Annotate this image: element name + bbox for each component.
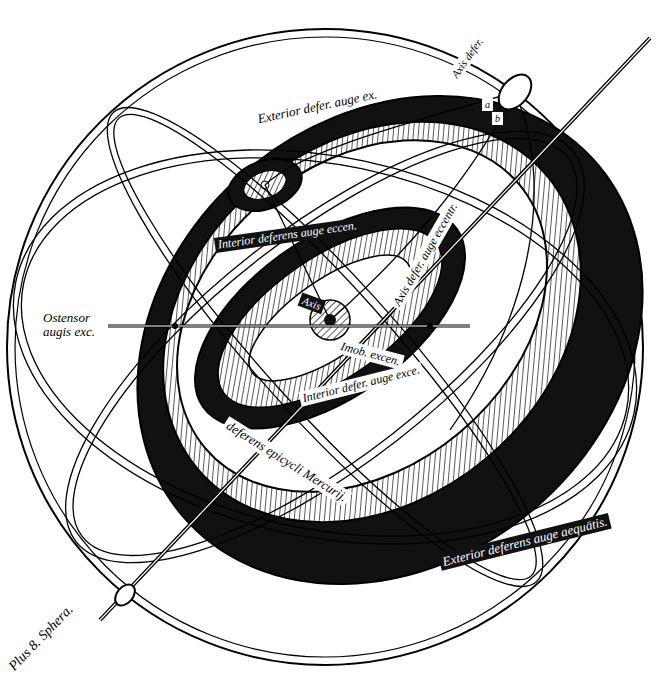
letter-mark: a: [482, 98, 493, 111]
letter-mark: b: [492, 112, 503, 125]
rod-label: Ostensor augis exc.: [40, 310, 108, 341]
